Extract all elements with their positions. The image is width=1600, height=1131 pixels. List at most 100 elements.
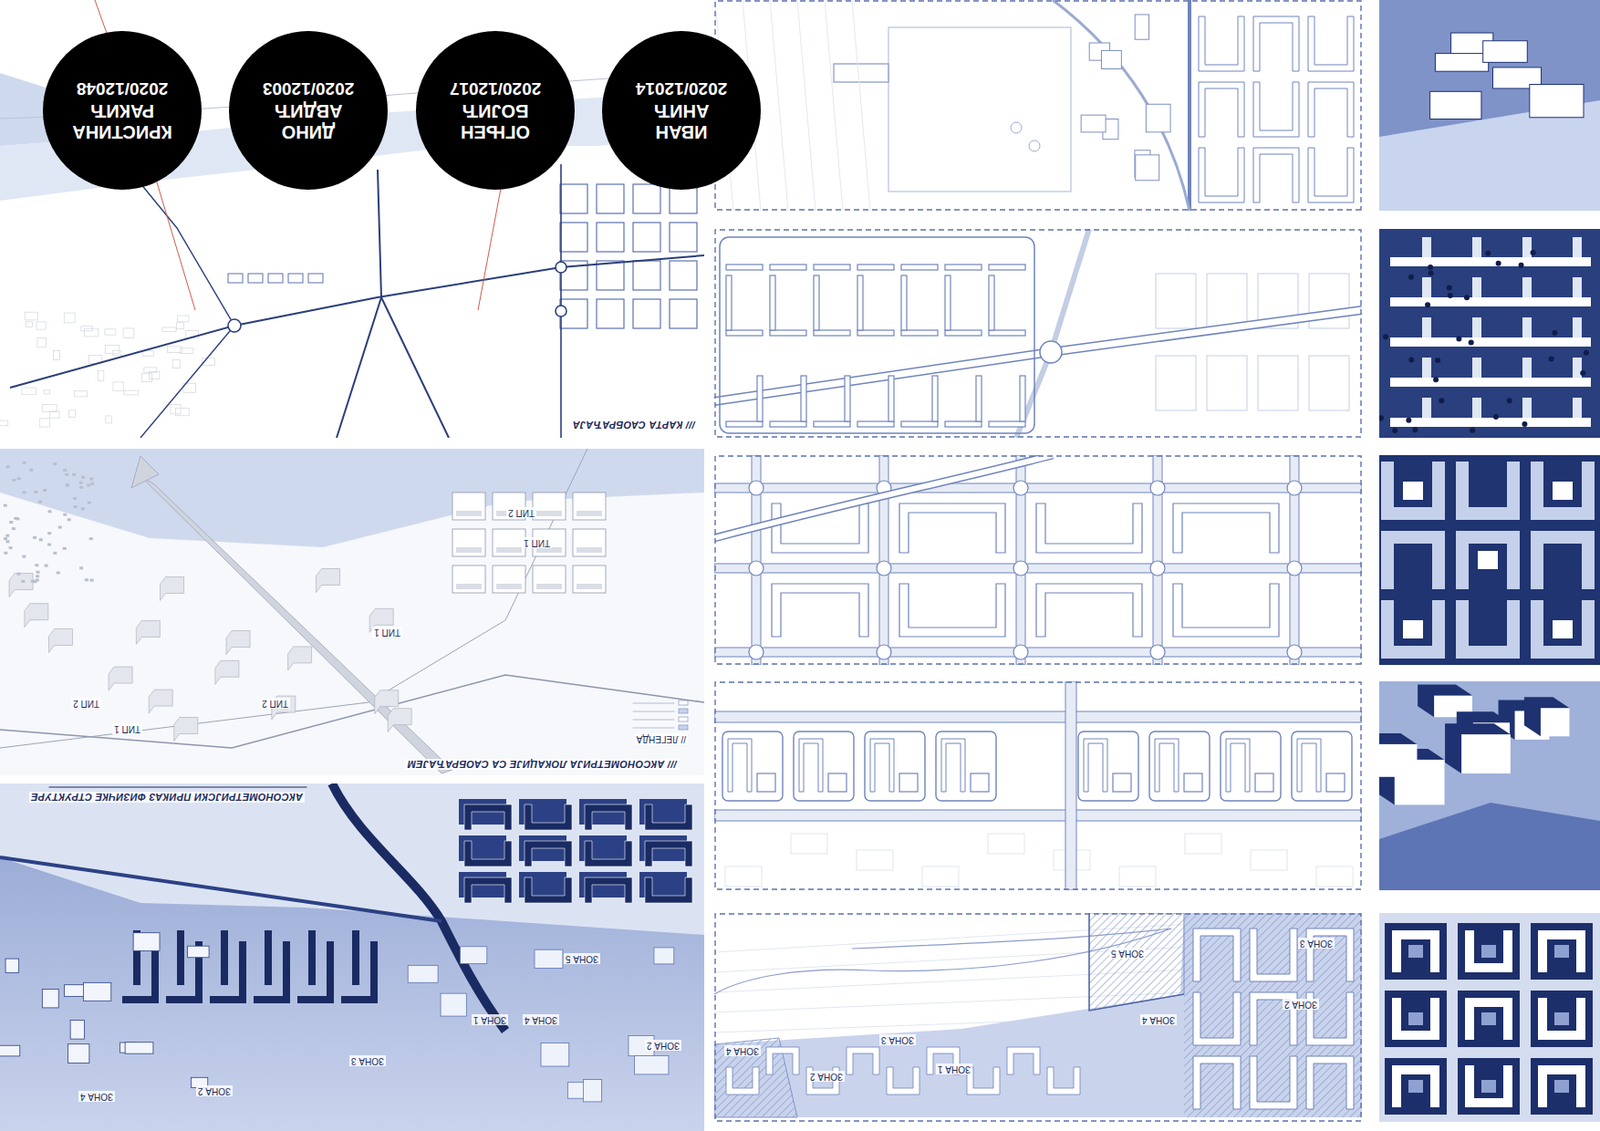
bridge-shape — [140, 476, 453, 774]
tree-dot — [1392, 427, 1398, 434]
block-shape — [1472, 397, 1482, 418]
building-footprint — [176, 408, 190, 416]
comb-block — [757, 375, 763, 422]
block-shape — [899, 773, 918, 792]
building-footprint — [123, 328, 135, 338]
building-dot — [9, 546, 13, 550]
building-footprint — [124, 390, 139, 395]
building-box — [496, 583, 522, 590]
building-footprint — [21, 387, 36, 395]
building-dot — [58, 526, 63, 530]
comb-block — [813, 421, 851, 427]
block-shape — [1408, 1012, 1424, 1026]
building-footprint — [856, 850, 894, 871]
block-outline — [492, 529, 526, 557]
building-dot — [20, 580, 25, 583]
block-outline — [633, 184, 661, 214]
u-block-shape — [1193, 992, 1241, 1046]
comb-block — [945, 421, 982, 427]
building-footprint — [148, 371, 160, 379]
block-outline — [596, 184, 624, 214]
road-path — [0, 448, 588, 749]
student-index: 2020/12017 — [449, 78, 541, 99]
panel-group — [715, 0, 1354, 211]
tree-dot — [1446, 285, 1453, 291]
comb-block — [988, 264, 1026, 271]
block-shape — [1483, 41, 1528, 63]
building-box — [374, 690, 399, 715]
building-dot — [47, 531, 52, 535]
building-footprint — [50, 411, 60, 418]
comb-block — [726, 275, 732, 331]
block-outline — [1155, 355, 1196, 411]
comb-block — [988, 275, 995, 331]
comb-block — [888, 375, 894, 422]
legend-sample — [678, 700, 688, 706]
block-shape — [1481, 1012, 1497, 1026]
u-block-shape — [1392, 997, 1440, 1040]
zone-label: ЗОНА 3 — [349, 1055, 386, 1067]
building-dot — [15, 517, 20, 520]
comb-block — [726, 330, 763, 336]
area-shape — [1524, 696, 1570, 737]
block-outline — [864, 731, 925, 801]
building-dot — [72, 497, 77, 500]
building-box — [496, 547, 522, 553]
u-block-shape — [1306, 1056, 1354, 1110]
comb-block — [976, 375, 982, 422]
u-block-shape — [644, 841, 693, 867]
building-dot — [47, 543, 52, 547]
block-outline — [572, 492, 606, 520]
tree-dot — [1506, 397, 1513, 404]
thumbnail-ground — [1379, 681, 1600, 891]
tree-dot — [1469, 427, 1476, 434]
block-shape — [1326, 773, 1345, 792]
road-path — [560, 164, 562, 438]
tree-dot — [1433, 376, 1439, 383]
building-dot — [81, 507, 85, 510]
building-dot — [62, 513, 67, 517]
building-dot — [84, 578, 89, 582]
zone-label: ЗОНА 4 — [522, 1014, 560, 1026]
block-outline — [1149, 731, 1210, 801]
u-block-shape — [1249, 928, 1298, 982]
block-shape — [1554, 945, 1569, 958]
u-block-shape — [644, 877, 693, 904]
street-band — [1065, 681, 1077, 891]
building-dot — [89, 477, 94, 481]
thumbnail-ground — [1379, 228, 1600, 438]
block-shape — [1390, 377, 1591, 387]
tree-dot — [1548, 355, 1555, 362]
building-footprint — [141, 374, 152, 383]
u-block-shape — [726, 1067, 759, 1095]
building-dot — [39, 538, 43, 541]
panel-group — [0, 783, 705, 1131]
comb-block — [326, 941, 334, 997]
comb-block — [813, 330, 851, 336]
building-dot — [5, 534, 10, 538]
block-shape — [1434, 53, 1488, 73]
block-outline — [633, 222, 661, 252]
comb-block — [352, 930, 360, 986]
building-box — [583, 1080, 603, 1102]
zone-label: ТИП 2 — [259, 697, 291, 709]
building-box — [41, 989, 59, 1008]
block-outline — [288, 273, 303, 283]
block-shape — [1422, 277, 1432, 298]
building-footprint — [1250, 850, 1288, 871]
building-footprint — [987, 833, 1025, 854]
block-outline — [1257, 355, 1299, 411]
u-block-shape — [1308, 82, 1354, 137]
zone-area — [1089, 913, 1185, 1011]
tree-dot — [1551, 330, 1558, 336]
building-dot — [29, 468, 33, 472]
building-box — [456, 583, 482, 590]
block-outline — [248, 273, 263, 283]
panel-group — [714, 228, 1362, 438]
building-dot — [64, 473, 69, 477]
building-dot — [89, 537, 94, 541]
block-shape — [1572, 317, 1582, 338]
building-dot — [62, 547, 67, 551]
comb-block — [341, 996, 378, 1004]
